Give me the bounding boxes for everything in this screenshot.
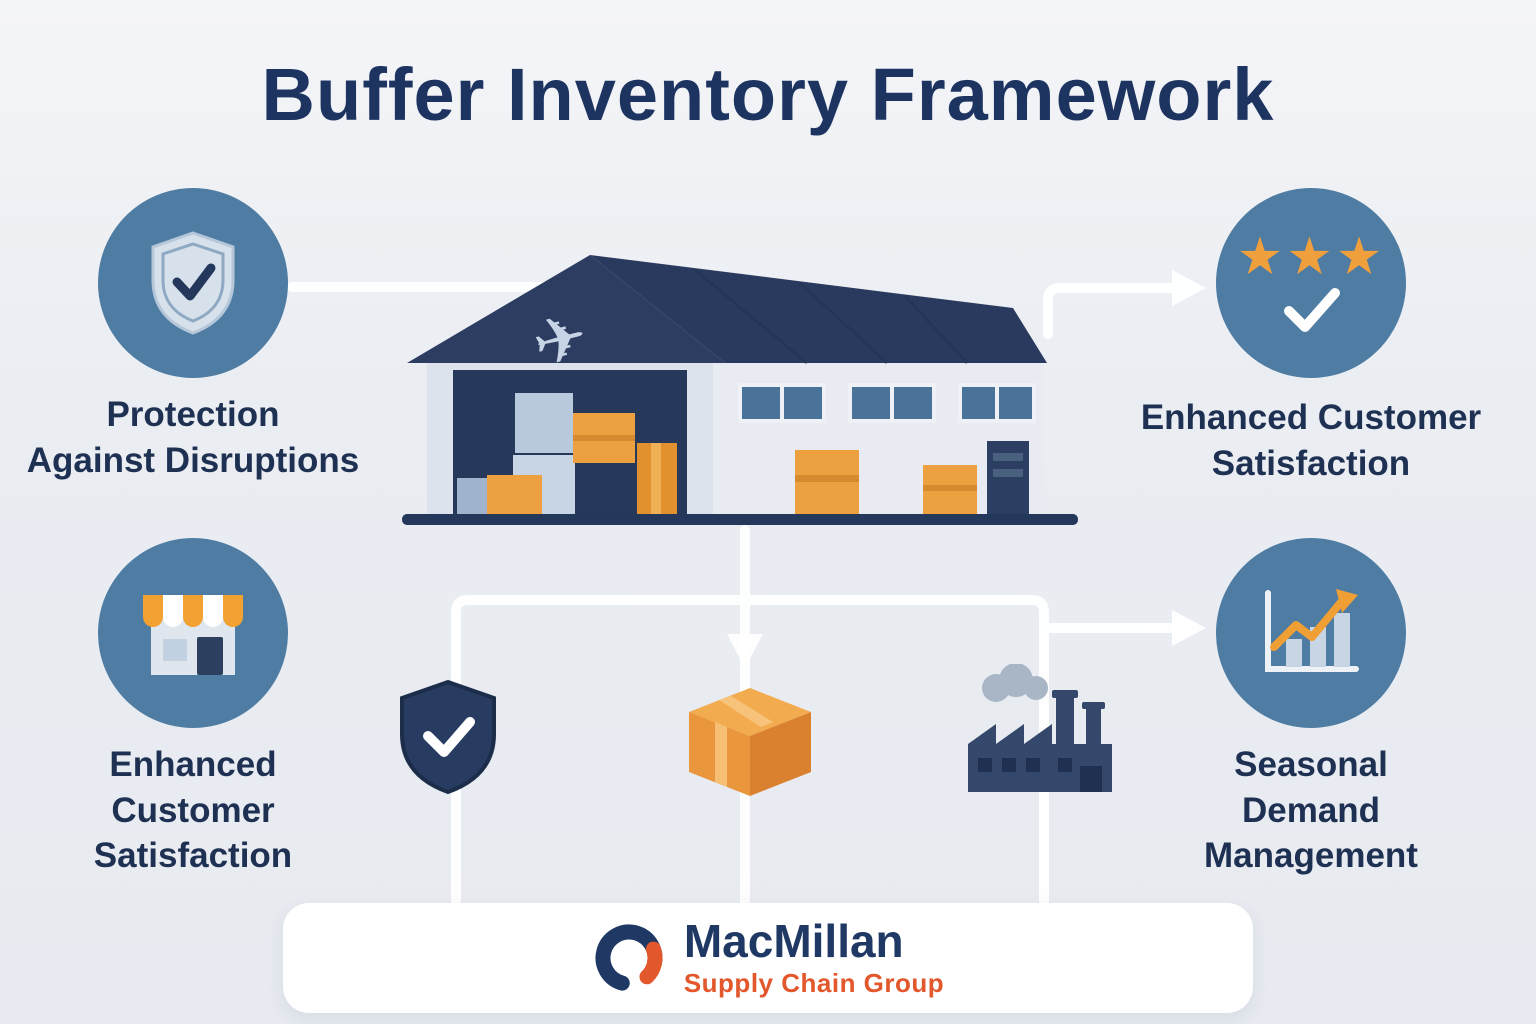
warehouse-roof-side — [590, 255, 1047, 363]
brand-tagline: Supply Chain Group — [683, 968, 945, 999]
awning — [143, 595, 243, 627]
shield-icon — [400, 679, 496, 795]
label-seasonal: Seasonal Demand Management — [1146, 742, 1476, 879]
label-line: Satisfaction — [1211, 443, 1411, 483]
warehouse-icon: ✈ — [402, 255, 1078, 525]
factory-icon — [968, 664, 1112, 792]
connector-line-branch — [451, 595, 1049, 910]
label-satisfaction-bottom: Enhanced Customer Satisfaction — [38, 742, 348, 879]
warehouse-base — [402, 514, 1078, 525]
roof-ribs — [694, 268, 969, 365]
label-line: Protection — [106, 395, 280, 434]
arrow-down-icon — [727, 634, 763, 668]
front-boxes — [795, 441, 1029, 518]
node-circle-satisfaction-bottom — [98, 538, 288, 728]
stored-boxes — [457, 393, 677, 519]
connector-line-top-right — [1043, 283, 1177, 339]
node-circle-protection — [98, 188, 288, 378]
arrow-right-icon — [1172, 610, 1206, 646]
arrow-right-icon — [1172, 270, 1206, 306]
package-box-icon — [689, 688, 811, 796]
label-satisfaction-top: Enhanced Customer Satisfaction — [1096, 395, 1526, 486]
node-circle-seasonal — [1216, 538, 1406, 728]
check-icon — [1284, 288, 1340, 332]
macmillan-logo-icon — [595, 924, 663, 992]
warehouse-windows — [738, 383, 1036, 423]
footer-card: MacMillan Supply Chain Group — [283, 903, 1253, 1013]
label-line: Management — [1204, 836, 1418, 875]
brand-text: MacMillan Supply Chain Group — [684, 917, 944, 999]
label-protection: Protection Against Disruptions — [0, 392, 398, 483]
smoke-cloud — [982, 664, 1048, 702]
node-circle-satisfaction-top: ★★★ — [1216, 188, 1406, 378]
page-title: Buffer Inventory Framework — [261, 53, 1275, 136]
growth-chart-icon — [1265, 589, 1359, 672]
label-line: Demand — [1241, 790, 1381, 830]
brand-name: MacMillan — [683, 914, 904, 967]
warehouse-roof-gable — [407, 255, 725, 363]
label-line: Seasonal — [1234, 745, 1388, 784]
label-line: Customer — [111, 790, 275, 830]
label-line: Satisfaction — [93, 836, 293, 875]
storefront-icon — [143, 595, 243, 675]
label-line: Enhanced — [109, 745, 277, 784]
factory-windows — [978, 758, 1102, 792]
label-line: Against Disruptions — [26, 440, 360, 480]
label-line: Enhanced Customer — [1140, 398, 1482, 437]
stars-icon: ★★★ — [1236, 228, 1386, 286]
shield-check-icon — [151, 231, 235, 335]
